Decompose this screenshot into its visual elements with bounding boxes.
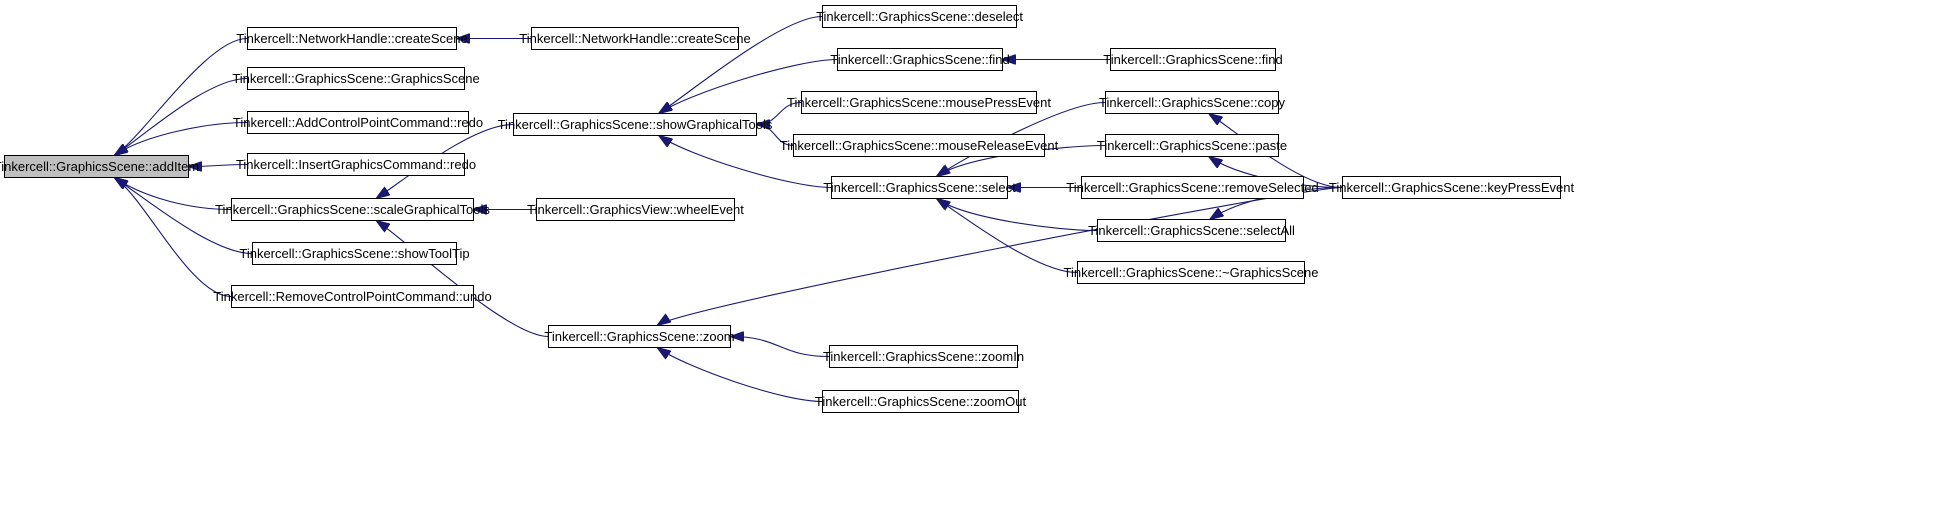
node-copy[interactable]: Tinkercell::GraphicsScene::copy — [1099, 91, 1285, 114]
node-zoomOut[interactable]: Tinkercell::GraphicsScene::zoomOut — [815, 390, 1026, 413]
node-acp_redo[interactable]: Tinkercell::AddControlPointCommand::redo — [233, 111, 483, 134]
edge-nh_create1-to-addItem — [115, 37, 248, 156]
node-scaleTools[interactable]: Tinkercell::GraphicsScene::scaleGraphica… — [215, 198, 490, 221]
node-removeSel[interactable]: Tinkercell::GraphicsScene::removeSelecte… — [1066, 176, 1319, 199]
node-zoom[interactable]: Tinkercell::GraphicsScene::zoom — [544, 325, 735, 348]
node-selectAll[interactable]: Tinkercell::GraphicsScene::selectAll — [1088, 219, 1295, 242]
node-deselect[interactable]: Tinkercell::GraphicsScene::deselect — [816, 5, 1023, 28]
edge-gs_ctor-to-addItem — [115, 77, 248, 156]
node-gs_ctor[interactable]: Tinkercell::GraphicsScene::GraphicsScene — [232, 67, 480, 90]
node-find2[interactable]: Tinkercell::GraphicsScene::find — [1103, 48, 1283, 71]
node-rcp_undo[interactable]: Tinkercell::RemoveControlPointCommand::u… — [213, 285, 492, 308]
node-keyPress[interactable]: Tinkercell::GraphicsScene::keyPressEvent — [1329, 176, 1574, 199]
node-wheel[interactable]: Tinkercell::GraphicsView::wheelEvent — [527, 198, 744, 221]
node-find1[interactable]: Tinkercell::GraphicsScene::find — [830, 48, 1010, 71]
node-showTip[interactable]: Tinkercell::GraphicsScene::showToolTip — [239, 242, 470, 265]
edge-acp_redo-to-addItem — [115, 121, 248, 156]
edge-deselect-to-showTools — [659, 15, 823, 114]
node-mouseRelease[interactable]: Tinkercell::GraphicsScene::mouseReleaseE… — [780, 134, 1058, 157]
edge-zoomIn-to-zoom — [731, 337, 830, 358]
edge-find1-to-showTools — [659, 58, 838, 114]
node-paste[interactable]: Tinkercell::GraphicsScene::paste — [1097, 134, 1287, 157]
edge-igc_redo-to-addItem — [189, 165, 248, 167]
node-showTools[interactable]: Tinkercell::GraphicsScene::showGraphical… — [498, 113, 772, 136]
edge-rcp_undo-to-addItem — [115, 178, 232, 298]
edge-keyPress-to-zoom — [658, 186, 1343, 326]
node-mousePress[interactable]: Tinkercell::GraphicsScene::mousePressEve… — [787, 91, 1051, 114]
node-nh_create2[interactable]: Tinkercell::NetworkHandle::createScene — [519, 27, 751, 50]
node-igc_redo[interactable]: Tinkercell::InsertGraphicsCommand::redo — [236, 153, 476, 176]
node-zoomIn[interactable]: Tinkercell::GraphicsScene::zoomIn — [823, 345, 1024, 368]
node-dtor[interactable]: Tinkercell::GraphicsScene::~GraphicsScen… — [1064, 261, 1318, 284]
edge-selectAll-to-select — [937, 199, 1098, 232]
edge-scaleTools-to-addItem — [115, 178, 232, 211]
node-addItem[interactable]: Tinkercell::GraphicsScene::addItem — [0, 155, 199, 178]
edge-zoom-to-scaleTools — [377, 221, 549, 338]
edge-keyPress-to-copy — [1209, 114, 1343, 189]
edge-select-to-showTools — [659, 136, 832, 189]
edge-dtor-to-select — [937, 199, 1078, 274]
edge-mouseRelease-to-showTools — [757, 125, 794, 147]
node-nh_create1[interactable]: Tinkercell::NetworkHandle::createScene — [236, 27, 468, 50]
node-select[interactable]: Tinkercell::GraphicsScene::select — [823, 176, 1016, 199]
edge-zoomOut-to-zoom — [658, 348, 823, 403]
